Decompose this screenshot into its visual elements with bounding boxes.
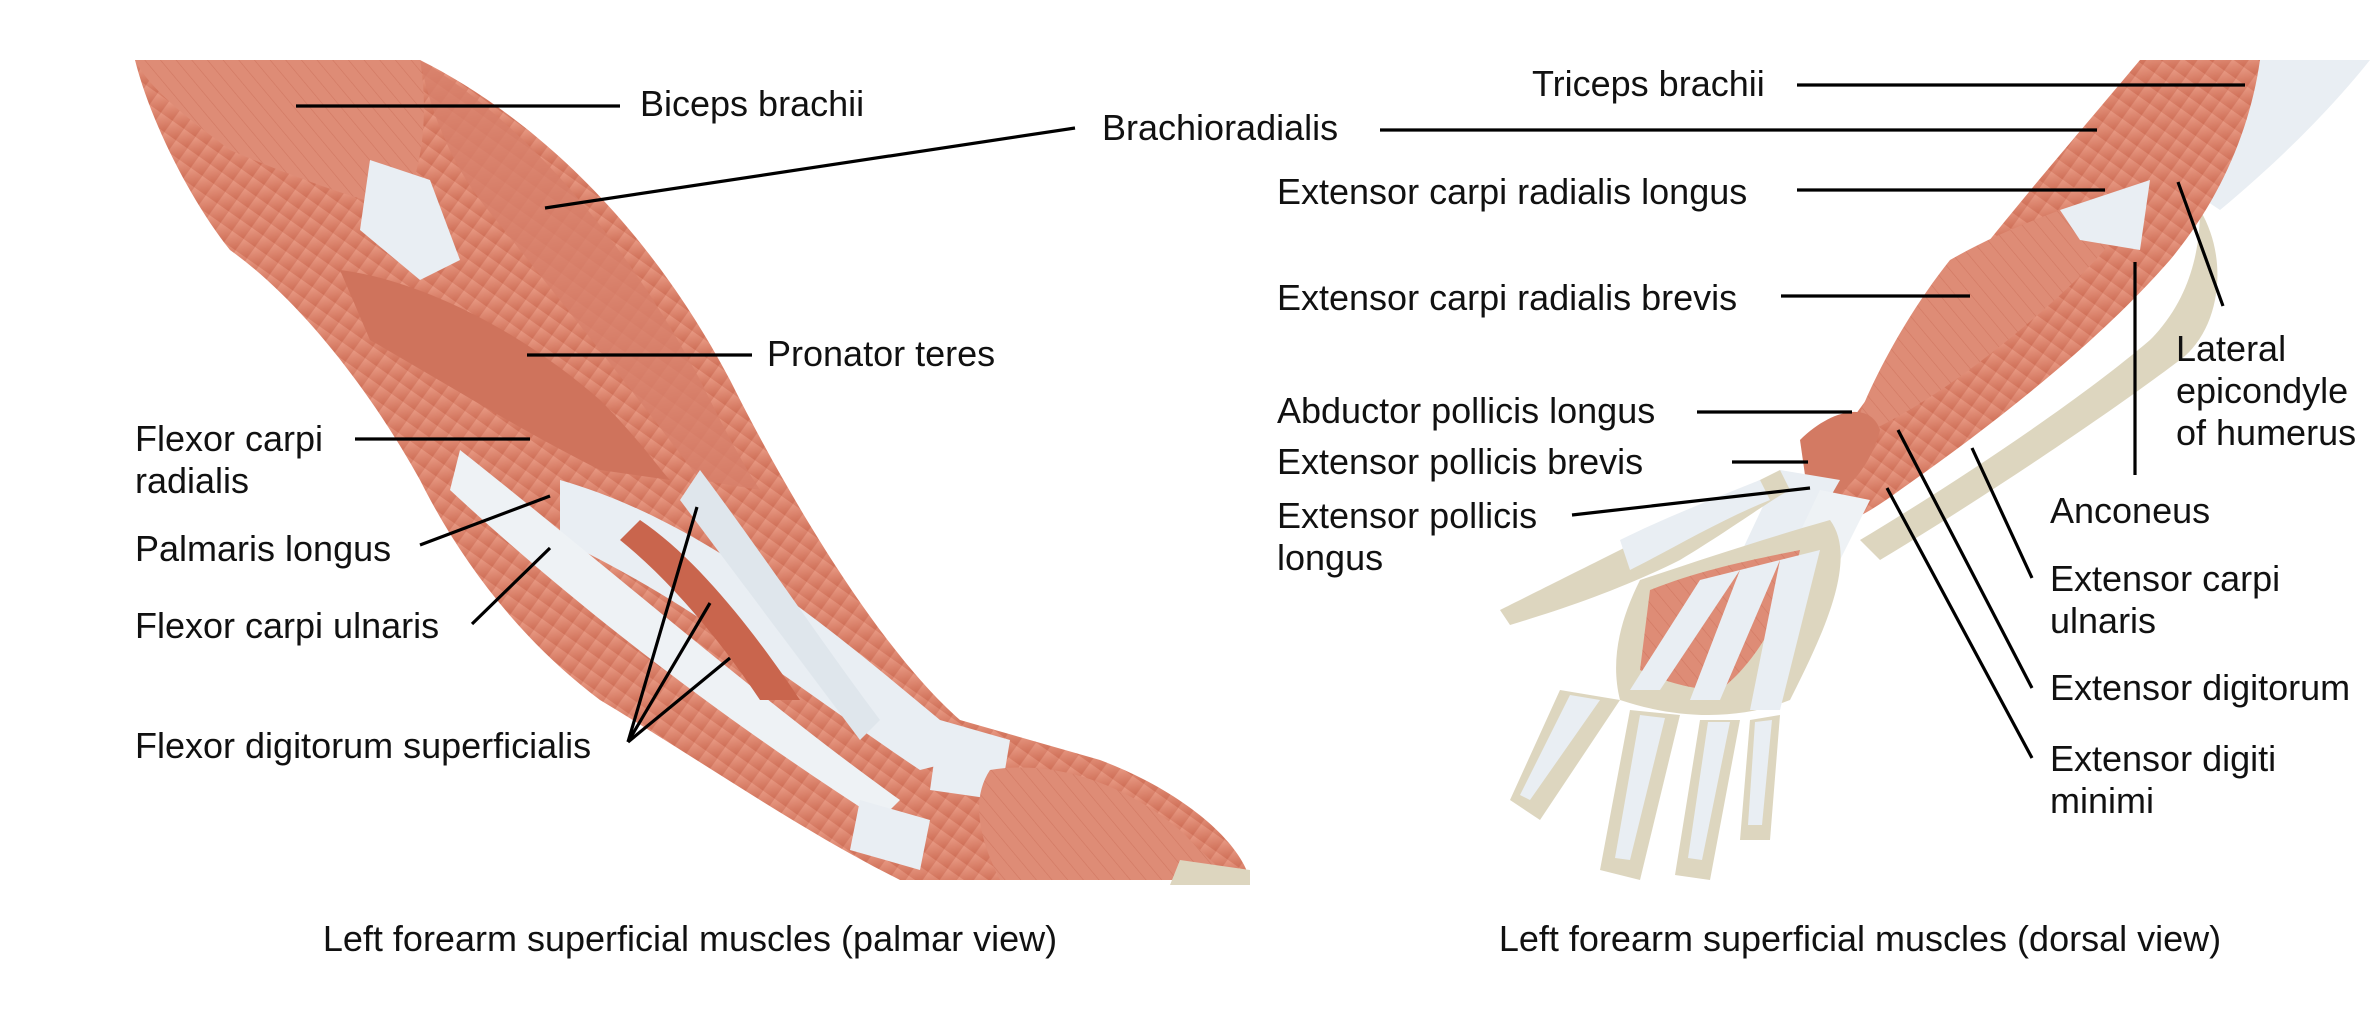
label-biceps-brachii: Biceps brachii (640, 83, 865, 124)
label-extensor-carpi-radialis-brevis: Extensor carpi radialis brevis (1277, 277, 1738, 318)
leader-lateral-epicondyle (2176, 181, 2225, 307)
label-flexor-digitorum-superficialis: Flexor digitorum superficialis (135, 725, 592, 766)
caption-palmar-view: Left forearm superficial muscles (palmar… (322, 918, 1058, 959)
leader-lines (296, 83, 2245, 759)
dorsal-view-arm (1500, 60, 2370, 880)
leader-palmaris-longus (419, 494, 551, 547)
label-triceps-brachii: Triceps brachii (1532, 63, 1765, 104)
label-palmaris-longus: Palmaris longus (135, 528, 392, 569)
label-flexor-carpi-radialis: Flexor carpi radialis (135, 418, 324, 501)
label-flexor-carpi-ulnaris: Flexor carpi ulnaris (135, 605, 440, 646)
leader-extensor-carpi-ulnaris (1970, 447, 2034, 579)
leader-flexor-digitorum-superficialis-3 (626, 656, 732, 744)
label-extensor-digitorum: Extensor digitorum (2050, 667, 2351, 708)
label-extensor-pollicis-longus: Extensor pollicis longus (1277, 495, 1538, 578)
leader-brachioradialis (544, 126, 1076, 210)
leader-extensor-digiti-minimi (1885, 487, 2034, 759)
label-lateral-epicondyle-of-humerus: Lateral epicondyle of humerus (2176, 328, 2357, 453)
label-extensor-carpi-ulnaris: Extensor carpi ulnaris (2050, 558, 2281, 641)
label-extensor-pollicis-brevis: Extensor pollicis brevis (1277, 441, 1644, 482)
label-pronator-teres: Pronator teres (767, 333, 996, 374)
label-anconeus: Anconeus (2050, 490, 2211, 531)
leader-flexor-digitorum-superficialis-2 (626, 602, 712, 743)
leader-flexor-digitorum-superficialis-1 (626, 506, 699, 743)
label-brachioradialis: Brachioradialis (1102, 107, 1339, 148)
label-extensor-digiti-minimi: Extensor digiti minimi (2050, 738, 2277, 821)
leader-extensor-pollicis-longus (1571, 486, 1811, 517)
leader-flexor-carpi-ulnaris (470, 546, 552, 626)
caption-dorsal-view: Left forearm superficial muscles (dorsal… (1498, 918, 2222, 959)
palmar-view-arm (135, 60, 1250, 885)
label-extensor-carpi-radialis-longus: Extensor carpi radialis longus (1277, 171, 1748, 212)
leader-extensor-digitorum (1896, 429, 2034, 689)
label-abductor-pollicis-longus: Abductor pollicis longus (1277, 390, 1656, 431)
